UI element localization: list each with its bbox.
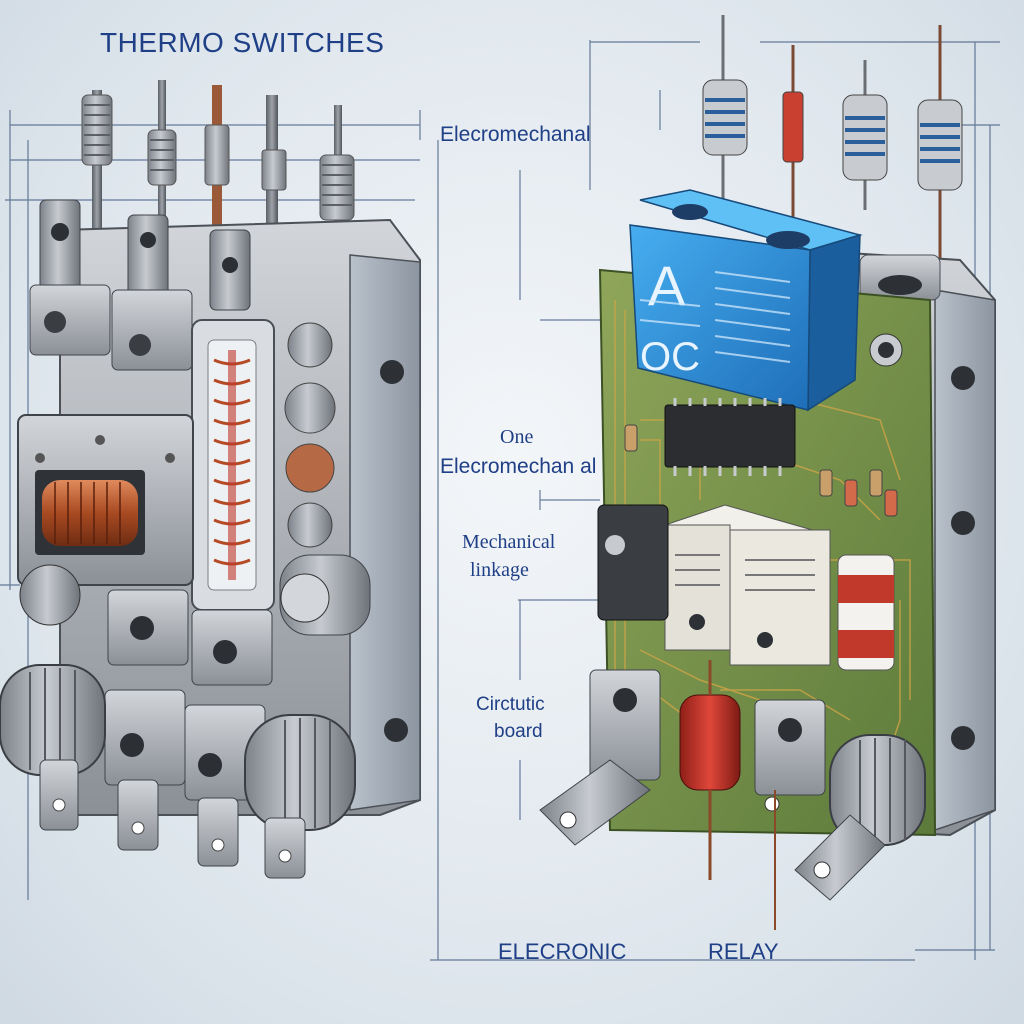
relay-module: A OC xyxy=(629,189,863,412)
label-one: One xyxy=(500,426,534,448)
relay-letters-oc: OC xyxy=(640,335,700,379)
lower-terminals xyxy=(0,564,356,879)
adjustment-knobs xyxy=(279,322,371,636)
diagram-title: THERMO SWITCHES xyxy=(100,27,385,58)
mounting-hole-icon xyxy=(380,360,404,384)
solenoid-coil xyxy=(17,414,194,586)
terminal-blocks xyxy=(29,199,251,371)
label-circuit: Circtutic xyxy=(476,694,545,715)
label-mechanical: Mechanical xyxy=(462,531,556,553)
relay-lower-terminals xyxy=(539,660,926,930)
relay-letter-a: A xyxy=(648,254,686,317)
label-relay: RELAY xyxy=(708,939,779,964)
terminal-pins-left xyxy=(81,80,355,270)
mounting-hole-icon xyxy=(951,726,975,750)
mounting-hole-icon xyxy=(951,366,975,390)
label-electronic: ELECRONIC xyxy=(498,939,627,964)
mounting-hole-icon xyxy=(384,718,408,742)
electromechanical-switch xyxy=(0,80,421,879)
label-board: board xyxy=(494,721,543,742)
bimetal-element xyxy=(191,319,275,611)
label-electromechanical-top: Elecromechanal xyxy=(440,123,591,146)
board-resistors xyxy=(624,424,898,517)
label-linkage: linkage xyxy=(470,559,529,581)
top-resistors xyxy=(702,15,963,270)
ic-chip xyxy=(664,398,796,476)
label-electromechanical-mid: Elecromechan al xyxy=(440,455,597,478)
electronic-relay: A OC xyxy=(539,15,996,930)
sensor-block xyxy=(597,504,669,621)
mounting-hole-icon xyxy=(951,511,975,535)
capacitor xyxy=(837,554,895,671)
white-relays xyxy=(663,504,831,666)
